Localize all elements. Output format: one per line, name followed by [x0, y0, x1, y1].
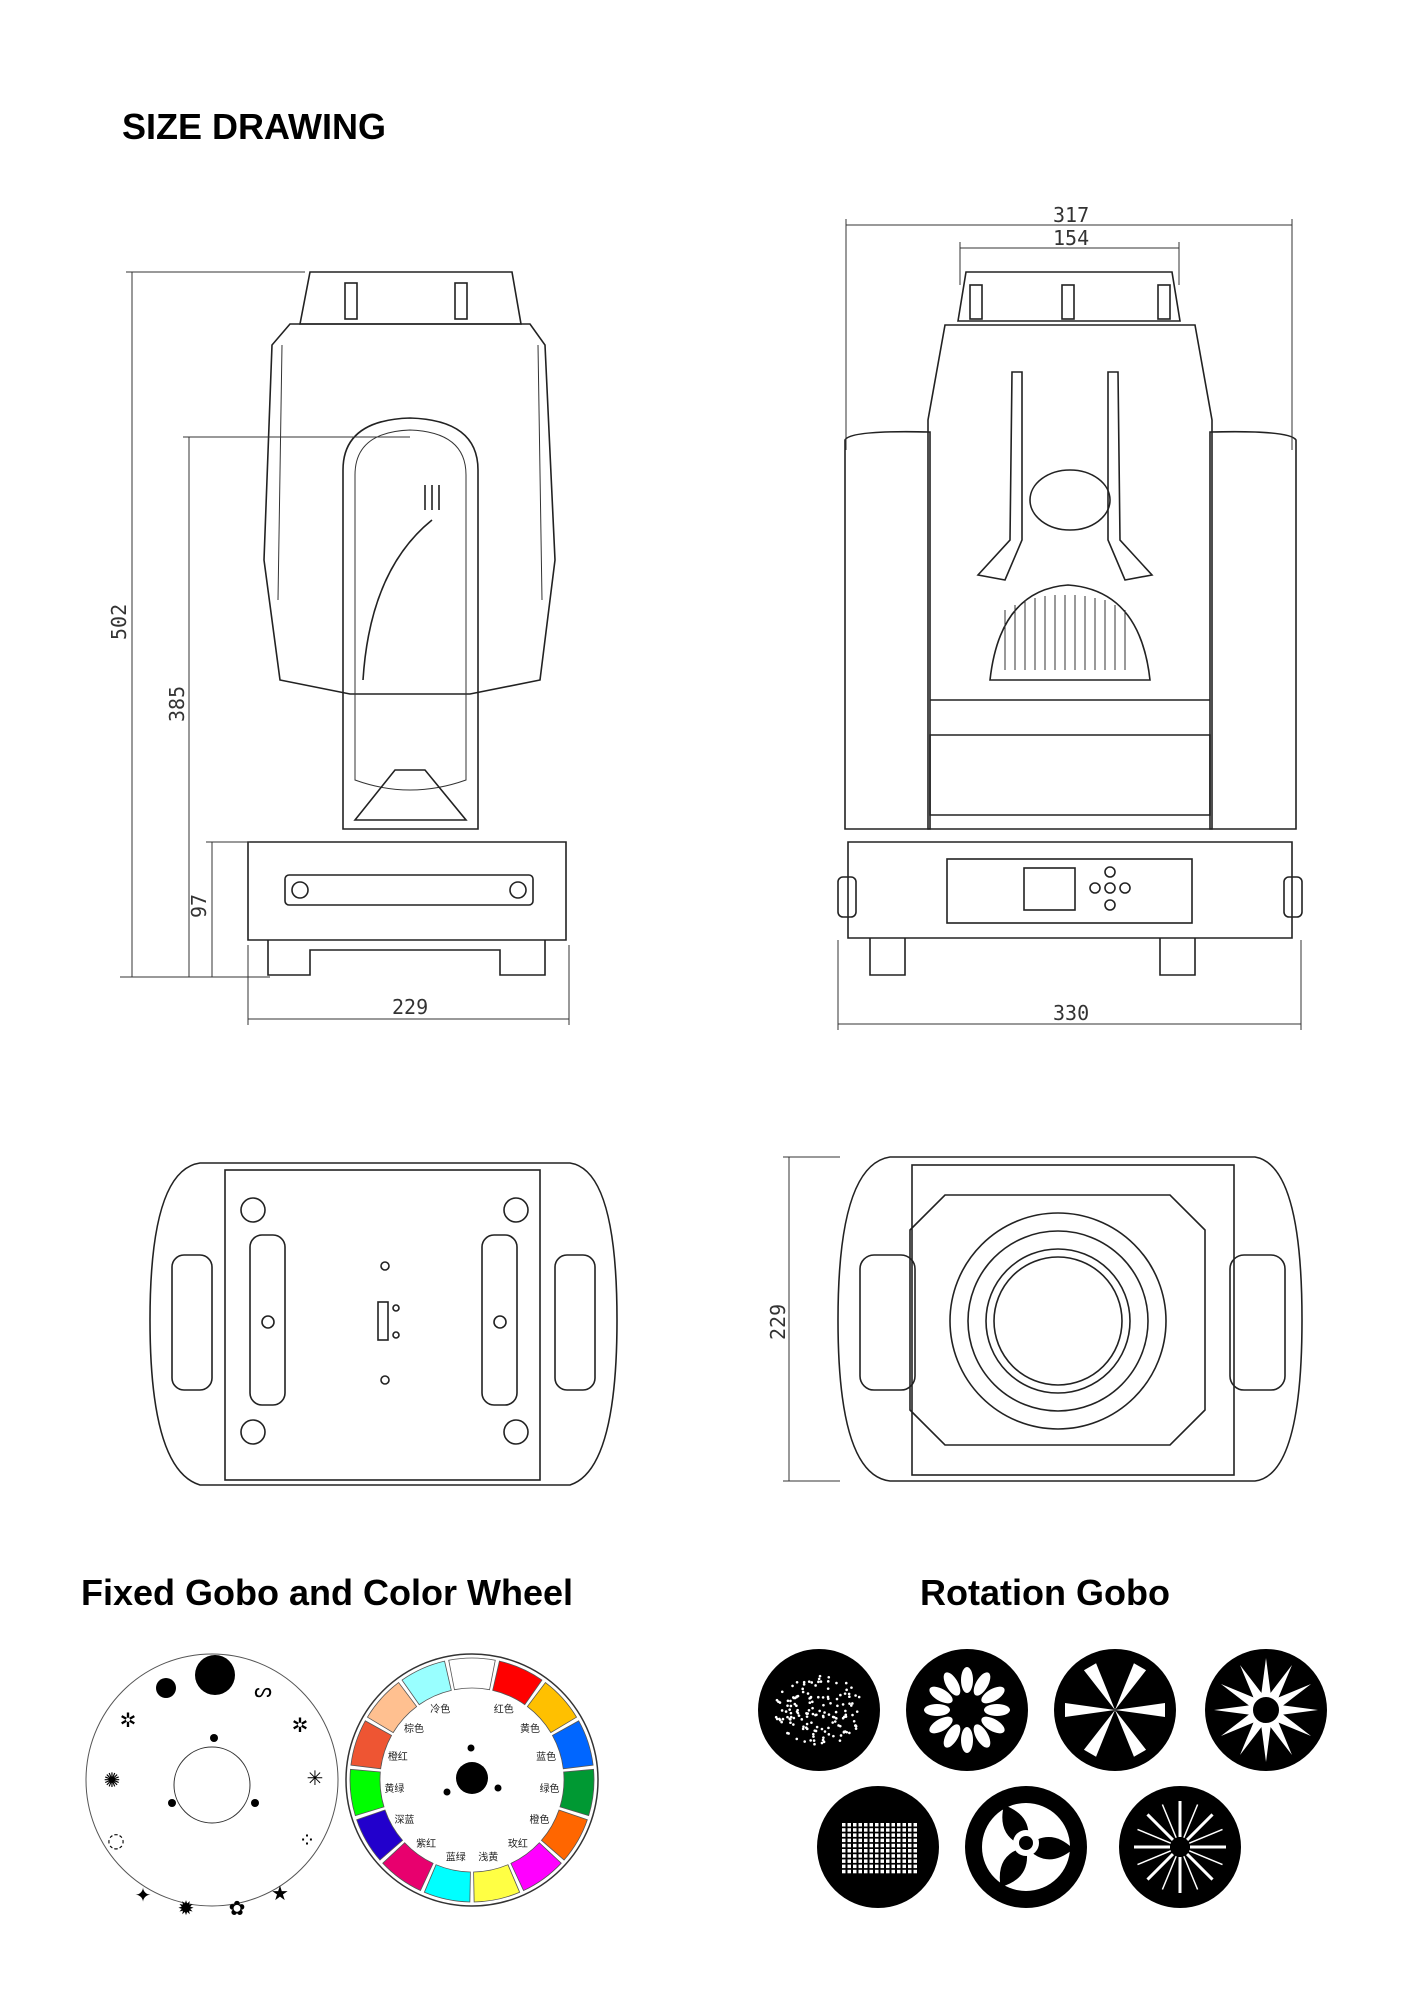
color-segment — [401, 1660, 452, 1706]
front-view-dimensions: 317 154 330 — [837, 203, 1302, 1030]
svg-text:✦: ✦ — [135, 1883, 152, 1907]
svg-text:★: ★ — [271, 1881, 289, 1905]
svg-text:✳: ✳ — [307, 1766, 324, 1790]
dim-154: 154 — [1053, 226, 1089, 250]
rotation-gobo-bars-star — [1054, 1649, 1176, 1771]
color-segment — [473, 1864, 521, 1903]
dim-502: 502 — [107, 604, 131, 640]
color-label: 深蓝 — [394, 1814, 414, 1826]
fixed-gobo-title: Fixed Gobo and Color Wheel — [81, 1572, 574, 1613]
color-label: 紫红 — [416, 1837, 436, 1850]
color-label: 蓝色 — [536, 1750, 556, 1763]
gobo-open-large-dot — [195, 1655, 235, 1695]
color-label: 黄色 — [520, 1722, 540, 1735]
color-segment — [559, 1768, 595, 1817]
color-label: 棕色 — [404, 1722, 424, 1735]
dim-229-side: 229 — [392, 995, 428, 1019]
color-label: 橙色 — [530, 1813, 550, 1826]
rotation-gobo-radial-lines — [1119, 1786, 1241, 1908]
color-segment — [551, 1720, 594, 1770]
color-label: 橙红 — [388, 1750, 408, 1763]
rotation-gobo-star-burst — [1205, 1649, 1327, 1771]
svg-text:ᔕ: ᔕ — [254, 1678, 272, 1702]
rotation-gobo-grid — [817, 1786, 939, 1908]
rotation-gobo-three-hooks — [965, 1786, 1087, 1908]
dim-229-lens: 229 — [766, 1304, 790, 1340]
color-segment — [423, 1864, 471, 1903]
color-segment — [492, 1660, 543, 1706]
color-label: 玫红 — [508, 1837, 528, 1850]
color-segment — [382, 1842, 434, 1892]
side-view-drawing — [247, 271, 567, 976]
color-label: 冷色 — [430, 1703, 450, 1716]
dim-385: 385 — [165, 686, 189, 722]
color-segment — [526, 1682, 578, 1734]
side-view-dimensions: 502 385 97 229 — [107, 271, 570, 1025]
bottom-view-drawing — [149, 1162, 618, 1486]
fixed-gobo-wheel: ᔕ ✲ ✲ ✺ ✳ ◌ ⁘ ✦ ✹ ✿ ★ — [85, 1653, 339, 1920]
color-label: 绿色 — [540, 1782, 560, 1795]
color-segment — [510, 1842, 562, 1892]
svg-text:✹: ✹ — [178, 1896, 195, 1920]
color-segment — [366, 1682, 418, 1734]
color-label: 蓝绿 — [446, 1850, 466, 1863]
color-segment — [349, 1768, 385, 1817]
svg-text:✲: ✲ — [120, 1708, 137, 1732]
color-segment — [448, 1657, 496, 1691]
color-segment — [350, 1720, 393, 1770]
dim-97: 97 — [187, 894, 211, 918]
rotation-gobos — [758, 1649, 1327, 1908]
color-segment — [540, 1809, 588, 1861]
svg-text:✺: ✺ — [104, 1768, 121, 1792]
rotation-gobo-title: Rotation Gobo — [920, 1572, 1170, 1613]
rotation-gobo-dots-scatter — [758, 1649, 880, 1771]
svg-text:✿: ✿ — [229, 1896, 246, 1920]
color-segment — [356, 1809, 404, 1861]
svg-text:◌: ◌ — [107, 1828, 124, 1852]
dim-330: 330 — [1053, 1001, 1089, 1025]
front-view-drawing — [837, 271, 1303, 976]
svg-text:⁘: ⁘ — [299, 1828, 316, 1852]
dim-317: 317 — [1053, 203, 1089, 227]
lens-view-drawing: 229 — [766, 1156, 1303, 1482]
color-label: 红色 — [494, 1703, 514, 1716]
gobo-small-dot — [156, 1678, 176, 1698]
svg-text:✲: ✲ — [292, 1713, 309, 1737]
page-title: SIZE DRAWING — [122, 106, 387, 147]
color-label: 浅黄 — [478, 1850, 498, 1863]
rotation-gobo-petal-ring — [906, 1649, 1028, 1771]
color-label: 黄绿 — [384, 1782, 404, 1795]
